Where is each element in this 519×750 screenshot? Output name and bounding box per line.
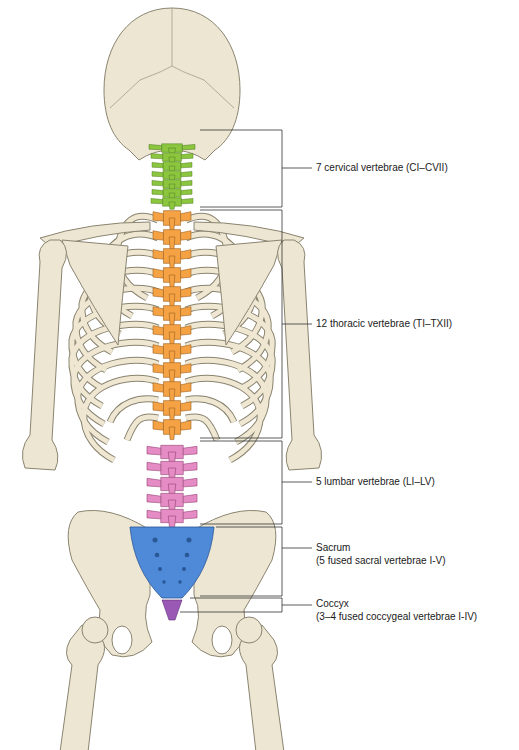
vertebra bbox=[147, 445, 197, 463]
bracket bbox=[200, 210, 312, 438]
bracket bbox=[200, 130, 312, 207]
vertebra bbox=[153, 306, 191, 326]
vertebra bbox=[153, 363, 191, 383]
region-note: (5 fused sacral vertebrae I-V) bbox=[316, 555, 446, 567]
thoracic-vertebrae bbox=[153, 211, 191, 440]
vertebra bbox=[147, 493, 197, 511]
obturator-foramen bbox=[112, 626, 132, 654]
bracket bbox=[180, 598, 312, 612]
vertebra bbox=[153, 211, 191, 231]
vertebra bbox=[153, 420, 191, 440]
sacral-foramina bbox=[153, 538, 192, 584]
sagittal-suture bbox=[172, 8, 173, 66]
vertebra bbox=[153, 401, 191, 421]
region-label: Coccyx bbox=[316, 598, 349, 610]
sacrum bbox=[130, 527, 214, 598]
lambdoid-suture bbox=[110, 66, 234, 108]
vertebra bbox=[147, 509, 197, 527]
vertebra bbox=[153, 249, 191, 269]
vertebra bbox=[153, 325, 191, 345]
bracket bbox=[200, 441, 312, 524]
region-label: 7 cervical vertebrae (CI–CVII) bbox=[316, 162, 448, 174]
region-note: (3–4 fused coccygeal vertebrae I-IV) bbox=[316, 611, 477, 623]
right-limb-bones bbox=[192, 222, 322, 750]
region-label: 5 lumbar vertebrae (LI–LV) bbox=[316, 476, 435, 488]
left-limb-bones bbox=[22, 222, 152, 750]
brackets bbox=[180, 130, 312, 612]
region-label: Sacrum bbox=[316, 542, 350, 554]
coccyx bbox=[162, 600, 182, 620]
lumbar-vertebrae bbox=[147, 445, 197, 527]
skull bbox=[104, 8, 240, 160]
vertebra bbox=[153, 230, 191, 250]
vertebra bbox=[153, 382, 191, 402]
limb-bones bbox=[22, 222, 321, 750]
vertebra bbox=[153, 287, 191, 307]
bracket bbox=[200, 527, 312, 596]
vertebra bbox=[147, 477, 197, 495]
vertebra bbox=[153, 344, 191, 364]
vertebra bbox=[147, 461, 197, 479]
region-label: 12 thoracic vertebrae (TI–TXII) bbox=[316, 318, 452, 330]
obturator-foramen bbox=[212, 626, 232, 654]
vertebra bbox=[151, 198, 193, 209]
vertebra bbox=[153, 268, 191, 288]
cervical-vertebrae bbox=[149, 144, 195, 209]
